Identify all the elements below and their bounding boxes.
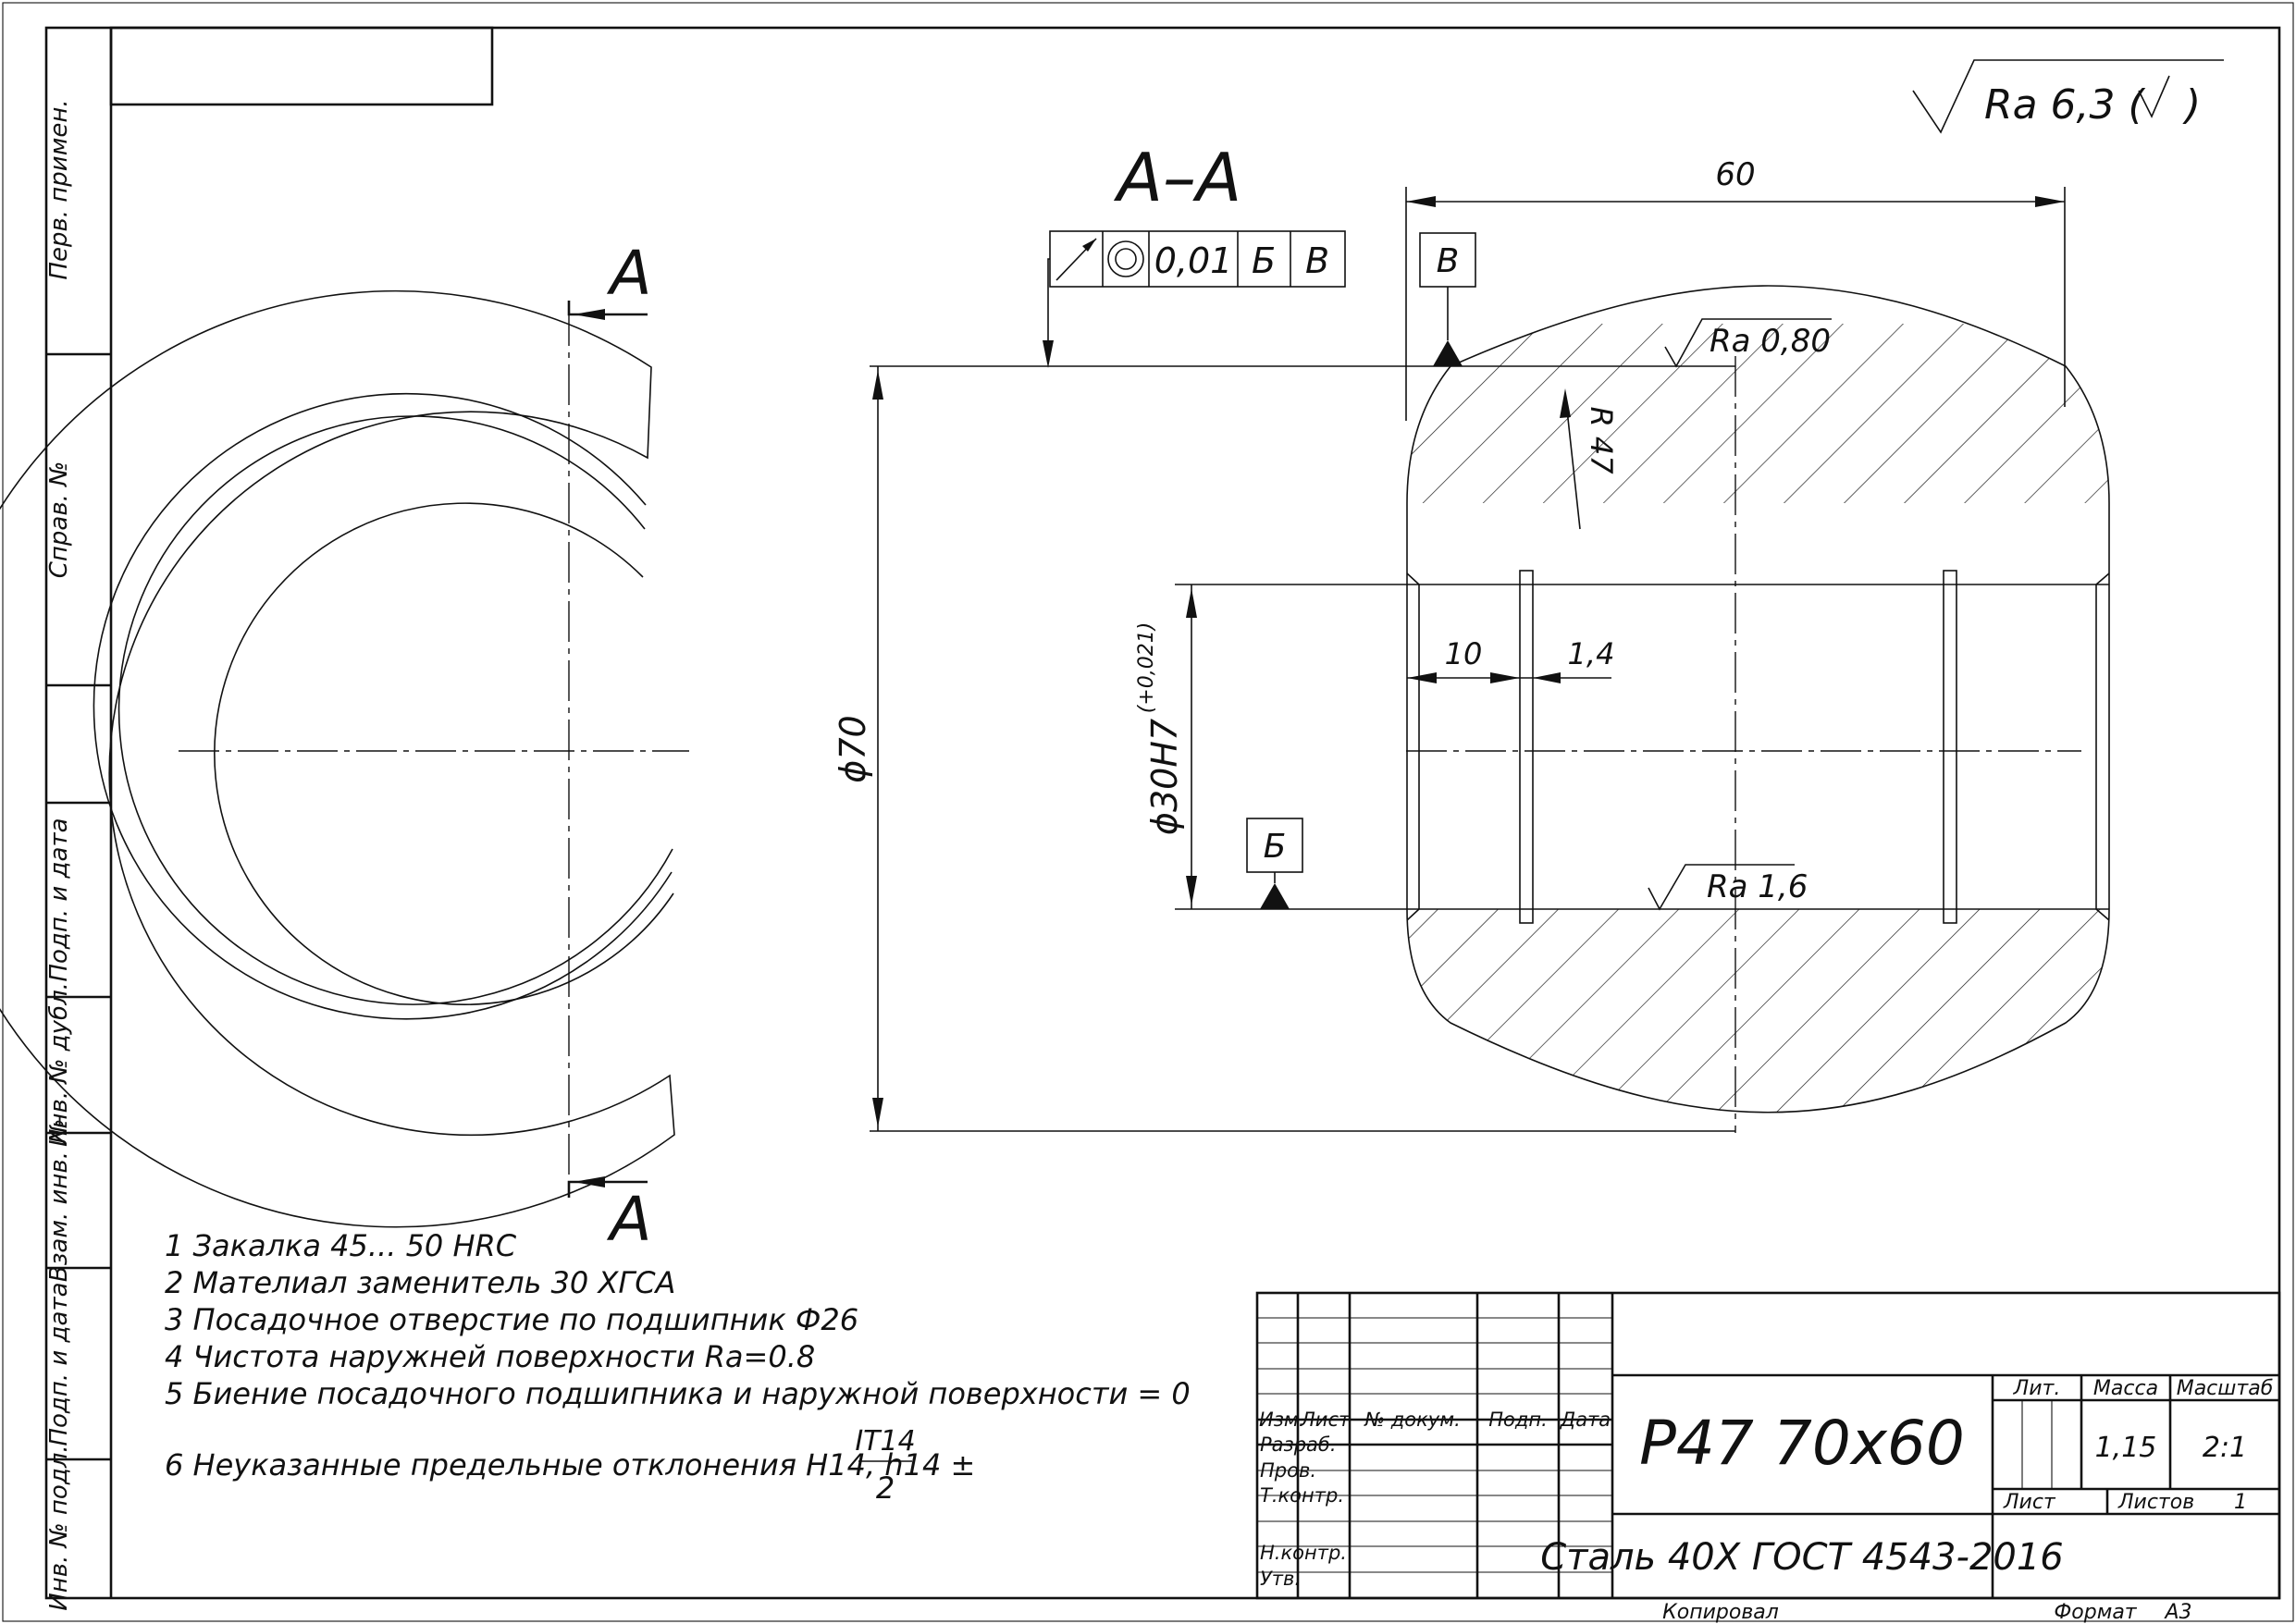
side-stamp-labels: Перв. примен. Справ. № Подп. и дата Инв.… (45, 99, 73, 1610)
note-1: 1 Закалка 45... 50 HRC (165, 1228, 517, 1263)
tb-sheet-label: Лист (2003, 1491, 2056, 1514)
section-label-bottom: А (606, 1184, 651, 1255)
dim-groove-offset: 10 (1445, 636, 1483, 671)
tb-sheets-value: 1 (2234, 1491, 2247, 1514)
stamp-inv-podl: Инв. № подл. (45, 1445, 73, 1610)
tb-row-prov: Пров. (1260, 1459, 1316, 1482)
tb-sheets-label: Листов (2117, 1491, 2194, 1514)
stamp-podp-data-2: Подп. и дата (45, 1282, 73, 1446)
datum-bore-triangle (1260, 883, 1290, 909)
dim-groove-width: 1,4 (1568, 636, 1615, 671)
note-5: 5 Биение посадочного подшипника и наружн… (165, 1376, 1191, 1411)
dim-bore-tolerance: (+0,021) (1135, 622, 1158, 714)
tb-format-label: Формат (2054, 1601, 2137, 1624)
front-view: А А (0, 238, 689, 1255)
tb-copied: Копировал (1662, 1601, 1779, 1624)
concentric-symbol-icon (1107, 240, 1144, 277)
roughness-outer: Ra 0,80 (1710, 323, 1831, 360)
tb-format-value: А3 (2163, 1601, 2191, 1624)
tb-row-utv: Утв. (1260, 1568, 1301, 1590)
tb-row-razrab: Разраб. (1260, 1433, 1337, 1456)
roughness-bore: Ra 1,6 (1707, 868, 1808, 905)
dim-bore-diameter: ϕ30H7 (1144, 719, 1185, 835)
roughness-general-text: Ra 6,3 ( (1984, 81, 2145, 129)
roughness-general-close: ) (2182, 81, 2201, 129)
datum-bore-label: Б (1264, 828, 1287, 866)
note-6-numerator: IT14 (855, 1425, 915, 1458)
tb-col-izm: Изм. (1259, 1409, 1304, 1431)
tolerance-datum-2: В (1305, 240, 1329, 281)
tb-scale-label: Масштаб (2177, 1377, 2274, 1400)
stamp-sprav-no: Справ. № (45, 461, 73, 578)
title-block: Изм. Лист № докум. Подп. Дата Разраб. Пр… (1255, 1291, 2281, 1624)
stamp-vzam-inv: Взам. инв. № (45, 1119, 73, 1283)
dim-outer-diameter: ϕ70 (833, 715, 873, 782)
tb-material: Сталь 40Х ГОСТ 4543-2016 (1540, 1536, 2064, 1579)
dim-length: 60 (1715, 156, 1755, 193)
datum-top-triangle (1433, 340, 1463, 366)
stamp-podp-data-1: Подп. и дата (45, 818, 73, 981)
tb-lit-label: Лит. (2013, 1377, 2061, 1400)
note-2: 2 Мателиал заменитель 30 ХГСА (165, 1265, 675, 1300)
datum-top-label: В (1437, 242, 1460, 280)
note-6: 6 Неуказанные предельные отклонения H14,… (165, 1447, 975, 1483)
section-title: А–А (1114, 139, 1242, 216)
tb-scale-value: 2:1 (2203, 1432, 2247, 1464)
tb-mass-label: Масса (2093, 1377, 2158, 1400)
tb-col-date: Дата (1560, 1409, 1611, 1431)
tb-col-sign: Подп. (1488, 1409, 1548, 1431)
tb-mass-value: 1,15 (2095, 1432, 2157, 1464)
roughness-general: Ra 6,3 ( ) (1912, 59, 2224, 134)
tolerance-value: 0,01 (1154, 240, 1233, 281)
tb-row-nkontr: Н.контр. (1260, 1542, 1347, 1564)
dim-radius: R 47 (1584, 406, 1619, 474)
tb-row-tkontr: Т.контр. (1260, 1484, 1344, 1507)
tb-col-list: Лист (1300, 1409, 1351, 1431)
section-view: 60 ϕ70 ϕ30H7 (+0,021) 10 1,4 R 47 В (833, 156, 2110, 1133)
stamp-perv-primen: Перв. примен. (45, 99, 73, 279)
stamp-inv-dubl: Инв. № дубл. (45, 982, 73, 1147)
tb-col-doc: № докум. (1364, 1409, 1461, 1431)
note-6-denominator: 2 (876, 1470, 895, 1506)
tolerance-datum-1: Б (1252, 240, 1276, 281)
technical-notes: 1 Закалка 45... 50 HRC 2 Мателиал замени… (165, 1228, 1191, 1506)
tb-designation: Р47 70х60 (1639, 1408, 1965, 1479)
note-3: 3 Посадочное отверстие по подшипник Ф26 (165, 1302, 858, 1337)
note-4: 4 Чистота наружней поверхности Ra=0.8 (165, 1339, 815, 1374)
tolerance-frame: 0,01 Б В (1043, 230, 1346, 368)
section-label-top: А (606, 238, 651, 309)
